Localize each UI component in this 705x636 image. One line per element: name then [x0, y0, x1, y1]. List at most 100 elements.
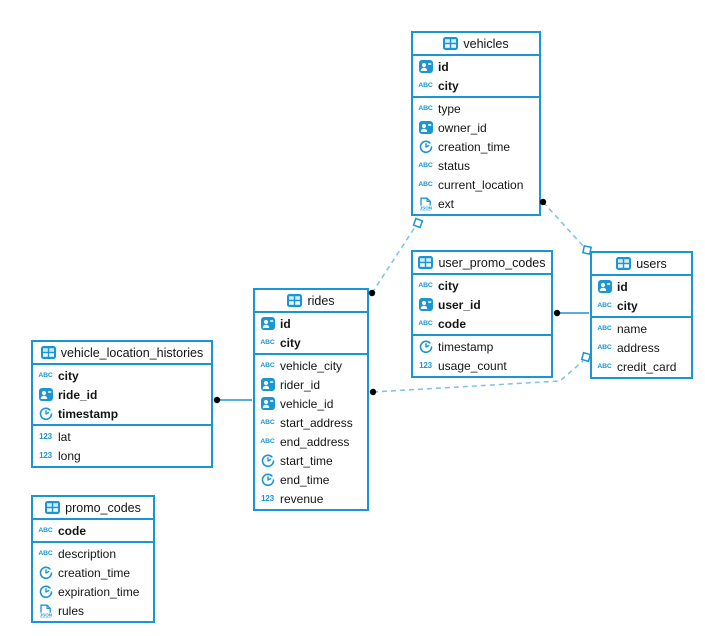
column-label: end_time — [280, 472, 330, 487]
edge-vehicles-users — [539, 198, 593, 256]
text-icon: ABC — [597, 363, 612, 370]
text-icon: ABC — [597, 344, 612, 351]
one-end-square-marker — [580, 351, 592, 363]
table-header[interactable]: users — [592, 253, 691, 276]
column-label: city — [617, 298, 638, 313]
many-end-dot-marker — [553, 309, 561, 317]
json-icon: JSON — [417, 197, 434, 211]
column-row: start_time — [255, 451, 367, 470]
column-label: creation_time — [438, 139, 511, 154]
uuid-icon — [259, 378, 276, 391]
column-label: type — [438, 101, 461, 116]
table-icon — [418, 256, 434, 269]
column-label: timestamp — [58, 406, 119, 421]
table-icon — [616, 257, 632, 270]
column-label: id — [617, 279, 628, 294]
number-icon: 123 — [261, 494, 274, 503]
column-row: ABC address — [592, 338, 691, 357]
table-name: users — [636, 256, 667, 271]
column-label: creation_time — [58, 565, 131, 580]
time-icon — [259, 454, 276, 468]
text-icon: ABC — [260, 419, 275, 426]
svg-text:JSON: JSON — [420, 205, 432, 210]
time-icon — [37, 585, 54, 599]
uuid-icon — [596, 280, 613, 293]
text-icon: ABC — [418, 181, 433, 188]
text-icon: ABC — [597, 325, 612, 332]
table-name: vehicle_location_histories — [60, 345, 204, 360]
time-icon — [417, 340, 434, 354]
column-label: name — [617, 321, 648, 336]
column-label: city — [58, 368, 79, 383]
column-row: 123 usage_count — [413, 356, 551, 375]
column-label: lat — [58, 429, 71, 444]
table-name: promo_codes — [65, 500, 141, 515]
column-row: ABC current_location — [413, 175, 539, 194]
column-label: end_address — [280, 434, 350, 449]
column-row: ABC type — [413, 99, 539, 118]
uuid-icon — [417, 60, 434, 73]
edge-vehicle_location_histories-rides — [213, 396, 252, 404]
column-label: long — [58, 448, 81, 463]
column-label: expiration_time — [58, 584, 140, 599]
column-label: ext — [438, 196, 455, 211]
text-icon: ABC — [38, 527, 53, 534]
text-icon: ABC — [418, 320, 433, 327]
json-icon: JSON — [37, 604, 54, 618]
column-label: address — [617, 340, 660, 355]
column-label: vehicle_id — [280, 396, 334, 411]
column-label: owner_id — [438, 120, 487, 135]
column-label: credit_card — [617, 359, 677, 374]
text-icon: ABC — [260, 362, 275, 369]
column-label: city — [438, 78, 459, 93]
column-label: current_location — [438, 177, 524, 192]
table-header[interactable]: vehicle_location_histories — [33, 342, 211, 365]
column-label: usage_count — [438, 358, 507, 373]
table-header[interactable]: promo_codes — [33, 497, 153, 520]
column-label: start_time — [280, 453, 333, 468]
table-header[interactable]: rides — [255, 290, 367, 313]
column-row: creation_time — [33, 563, 153, 582]
column-label: id — [280, 316, 291, 331]
column-row: ABC name — [592, 319, 691, 338]
column-row: id — [592, 277, 691, 296]
table-header[interactable]: user_promo_codes — [413, 252, 551, 275]
table-name: rides — [307, 293, 335, 308]
column-label: rules — [58, 603, 85, 618]
number-icon: 123 — [39, 432, 52, 441]
column-label: city — [280, 335, 301, 350]
text-icon: ABC — [597, 302, 612, 309]
table-header[interactable]: vehicles — [413, 33, 539, 56]
table-icon — [40, 346, 56, 359]
column-label: city — [438, 278, 459, 293]
svg-text:JSON: JSON — [40, 612, 52, 617]
many-end-dot-marker — [213, 396, 221, 404]
column-row: owner_id — [413, 118, 539, 137]
number-icon: 123 — [419, 361, 432, 370]
text-icon: ABC — [418, 105, 433, 112]
edge-user_promo_codes-users — [553, 309, 589, 317]
column-row: ABC credit_card — [592, 357, 691, 376]
column-row: ABC city — [592, 296, 691, 315]
